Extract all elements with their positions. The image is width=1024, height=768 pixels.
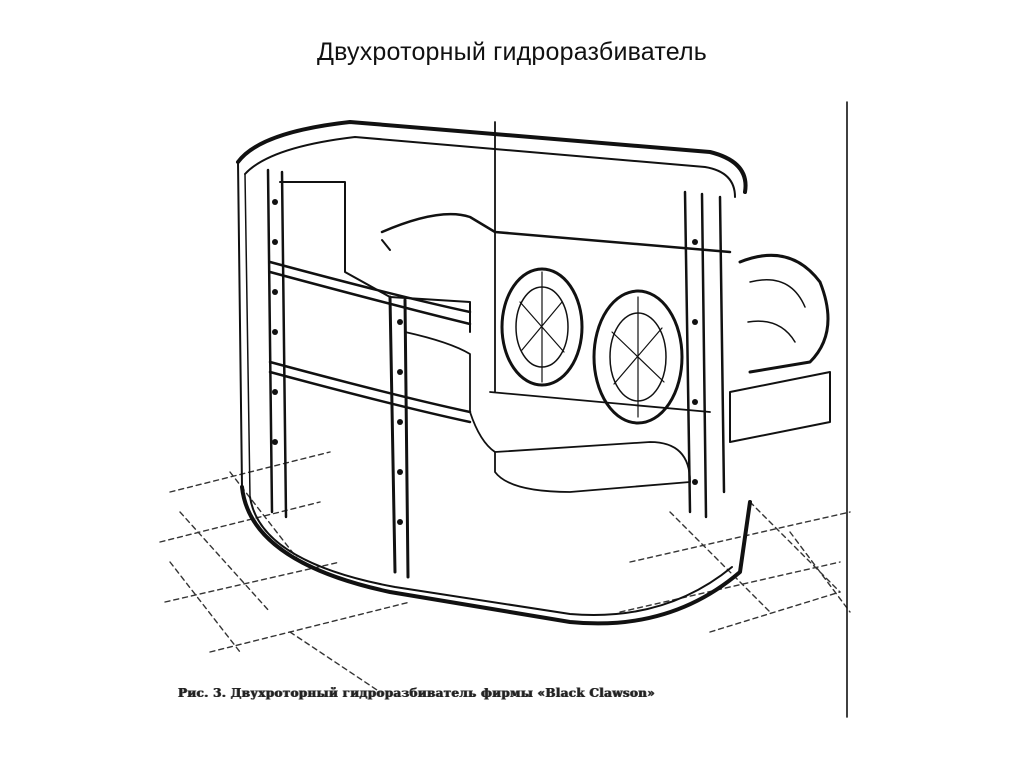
baffle-plate (380, 212, 732, 254)
top-rim (236, 120, 748, 194)
rotor-right (592, 289, 684, 425)
drive-motor (729, 253, 831, 443)
figure-caption: Рис. 3. Двухроторный гидроразбиватель фи… (178, 686, 656, 700)
floor-grid (159, 451, 851, 693)
slide-title: Двухроторный гидроразбиватель (316, 38, 708, 66)
pulper-drawing (150, 92, 860, 722)
front-rim (240, 485, 752, 626)
cutaway-edge (279, 181, 471, 333)
rotor-left (500, 267, 584, 387)
right-column (683, 190, 726, 519)
left-column (266, 168, 288, 519)
pulper-illustration (159, 101, 851, 718)
bolt-row (272, 199, 698, 525)
